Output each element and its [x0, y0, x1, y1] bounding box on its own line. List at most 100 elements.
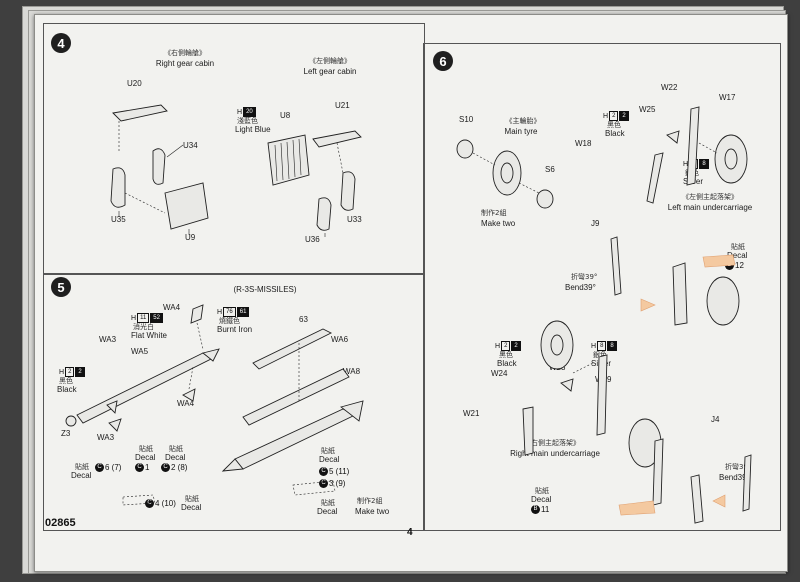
- part-W18: W18: [575, 139, 592, 148]
- step6-decal-label-left: Decal: [727, 251, 748, 260]
- part-J4: J4: [711, 415, 720, 424]
- step5-panel: [43, 273, 425, 531]
- decal-6-7: C 6 (7): [95, 463, 121, 472]
- paint-black-code: H 2 2: [59, 367, 85, 377]
- paint-burnt-iron-name: Burnt Iron: [217, 325, 253, 334]
- decal-c-icon: C: [319, 467, 328, 476]
- step6-decal-right: B 11: [531, 505, 549, 514]
- step6-paint-silver-zh-2: 銀色: [593, 351, 607, 359]
- left-cabin-zh: 《左側輪艙》: [309, 57, 351, 65]
- step6-paint-black-name-2: Black: [497, 359, 517, 368]
- step6-panel: [423, 43, 781, 531]
- decal-c-icon: C: [161, 463, 170, 472]
- decal-5-11: C 5 (11): [319, 467, 349, 476]
- step5-drawing: [65, 304, 364, 506]
- part-WA3-left: WA3: [99, 335, 117, 344]
- decal-c-icon: C: [145, 499, 154, 508]
- part-S10: S10: [459, 115, 474, 124]
- step4-drawing: [110, 104, 362, 237]
- decal-4-10: C 4 (10): [145, 499, 176, 508]
- part-W22: W22: [661, 83, 678, 92]
- step5-make-two: Make two: [355, 507, 390, 516]
- right-main-zh: 《右側主起落架》: [524, 439, 580, 447]
- paint-burnt-iron-zh: 燒鐵色: [219, 317, 240, 325]
- paint-burnt-iron-code: H 76 61: [217, 307, 250, 317]
- part-WA6: WA6: [331, 335, 349, 344]
- part-63: 63: [299, 315, 308, 324]
- left-main-zh: 《左側主起落架》: [682, 193, 738, 201]
- paint-code-box-2: 52: [150, 313, 163, 323]
- right-main-label: Right main undercarriage: [510, 449, 600, 458]
- paint-code-box-2: 2: [75, 367, 85, 377]
- decal-2-8: C 2 (8): [161, 463, 187, 472]
- decal-zh-5: 貼紙: [321, 447, 335, 455]
- paint-code-box-1: 76: [223, 307, 236, 317]
- decal-zh-1: 貼紙: [75, 463, 89, 471]
- instruction-sheet: 4 《右側輪艙》 Right gear cabin 《左側輪艙》 Left ge…: [34, 14, 788, 572]
- paint-black-name: Black: [57, 385, 77, 394]
- step6-paint-black-name-1: Black: [605, 129, 625, 138]
- part-U21: U21: [335, 101, 350, 110]
- left-main-label: Left main undercarriage: [667, 203, 753, 212]
- decal-1: C 1: [135, 463, 149, 472]
- decal-label-5: Decal: [319, 455, 340, 464]
- step6-badge: 6: [433, 51, 453, 71]
- part-U36: U36: [305, 235, 320, 244]
- part-WA4-top: WA4: [163, 303, 181, 312]
- right-cabin-label: Right gear cabin: [155, 59, 215, 68]
- part-U33: U33: [347, 215, 362, 224]
- step6-make-two-zh: 制作2組: [481, 209, 507, 217]
- part-J9: J9: [591, 219, 600, 228]
- paint-light-blue-zh: 淺藍色: [237, 117, 258, 125]
- paint-light-blue-code: H 20: [237, 107, 256, 117]
- decal-label-3: Decal: [165, 453, 186, 462]
- page-number: 4: [407, 527, 413, 538]
- bend-zh-2: 折彎39°: [725, 463, 752, 471]
- decal-label-6: Decal: [317, 507, 338, 516]
- paint-code-box-1: 2: [65, 367, 75, 377]
- part-U34: U34: [183, 141, 198, 150]
- paint-flat-white-zh: 消光白: [133, 323, 154, 331]
- left-cabin-label: Left gear cabin: [303, 67, 357, 76]
- bend-zh-1: 折彎39°: [571, 273, 598, 281]
- step4-panel: [43, 23, 425, 275]
- missiles-title: (R-3S-MISSILES): [233, 285, 297, 294]
- bend-label-2: Bend39°: [719, 473, 750, 482]
- step6-paint-black-code-2: H 2 2: [495, 341, 521, 351]
- step5-make-two-zh: 制作2組: [357, 497, 383, 505]
- decal-b-icon: B: [531, 505, 540, 514]
- step5-badge: 5: [51, 277, 71, 297]
- part-U9: U9: [185, 233, 196, 242]
- part-W17: W17: [719, 93, 736, 102]
- part-W21: W21: [463, 409, 480, 418]
- paint-code-box-1: 11: [137, 313, 150, 323]
- step6-paint-silver-code-2: H 8 8: [591, 341, 617, 351]
- step6-make-two: Make two: [481, 219, 516, 228]
- step4-badge: 4: [51, 33, 71, 53]
- decal-c-icon: C: [319, 479, 328, 488]
- decal-c-icon: C: [95, 463, 104, 472]
- step6-paint-black-zh-1: 黑色: [607, 121, 621, 129]
- decal-label-2: Decal: [135, 453, 156, 462]
- bend-label-1: Bend39°: [565, 283, 596, 292]
- paint-letter: H: [217, 308, 223, 316]
- step6-paint-black-code-1: H 2 2: [603, 111, 629, 121]
- step6-paint-black-zh-2: 黑色: [499, 351, 513, 359]
- decal-zh-2: 貼紙: [139, 445, 153, 453]
- decal-c-icon: C: [135, 463, 144, 472]
- decal-zh-3: 貼紙: [169, 445, 183, 453]
- paint-code-box-2: 61: [236, 307, 250, 317]
- paint-black-zh: 黑色: [59, 377, 73, 385]
- paint-code-box: 20: [243, 107, 256, 117]
- step6-decal-zh-left: 貼紙: [731, 243, 745, 251]
- step6-drawing: [456, 106, 752, 524]
- part-W25: W25: [639, 105, 656, 114]
- part-WA4-bottom: WA4: [177, 399, 195, 408]
- part-U8: U8: [280, 111, 291, 120]
- part-WA5: WA5: [131, 347, 149, 356]
- right-cabin-zh: 《右側輪艙》: [164, 49, 206, 57]
- paint-letter: H: [59, 368, 65, 376]
- step6-decal-zh-right: 貼紙: [535, 487, 549, 495]
- decal-label-4: Decal: [181, 503, 202, 512]
- decal-zh-6: 貼紙: [321, 499, 335, 507]
